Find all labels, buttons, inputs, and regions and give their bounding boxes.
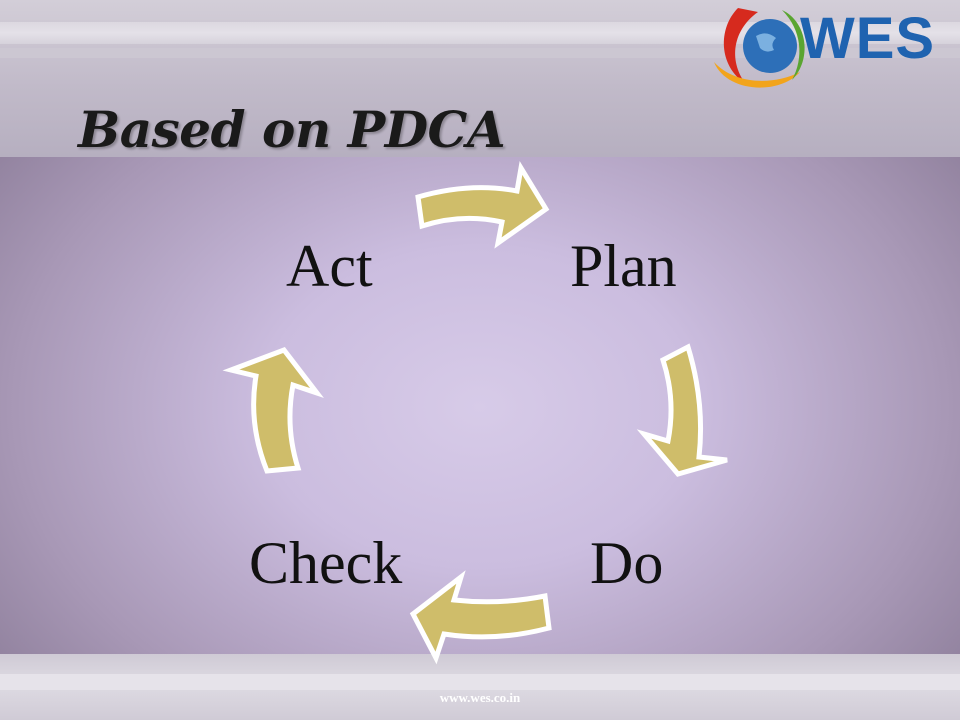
logo-globe-land — [756, 33, 776, 52]
node-do: Do — [590, 530, 664, 596]
logo-swoosh-green — [782, 10, 805, 80]
header-stripe — [0, 22, 960, 44]
footer-url[interactable]: www.wes.co.in — [439, 690, 521, 705]
slide-title: Based on PDCA — [78, 100, 506, 159]
logo-text: WES — [800, 6, 936, 71]
footer-stripe — [0, 674, 960, 690]
arrow-do-to-check — [409, 570, 552, 665]
arrow-check-to-act — [222, 347, 324, 474]
header-stripe-secondary — [0, 48, 960, 58]
arrow-plan-to-do — [636, 343, 728, 477]
node-check: Check — [249, 530, 403, 596]
globe-swoosh-icon — [714, 8, 805, 88]
footer-band — [0, 654, 960, 720]
logo-swoosh-orange — [714, 62, 800, 88]
node-plan: Plan — [570, 233, 677, 299]
content-panel — [0, 157, 960, 654]
wes-logo — [714, 8, 805, 88]
logo-swoosh-red — [723, 8, 758, 84]
arrow-act-to-plan — [415, 161, 550, 249]
node-act: Act — [286, 233, 373, 299]
